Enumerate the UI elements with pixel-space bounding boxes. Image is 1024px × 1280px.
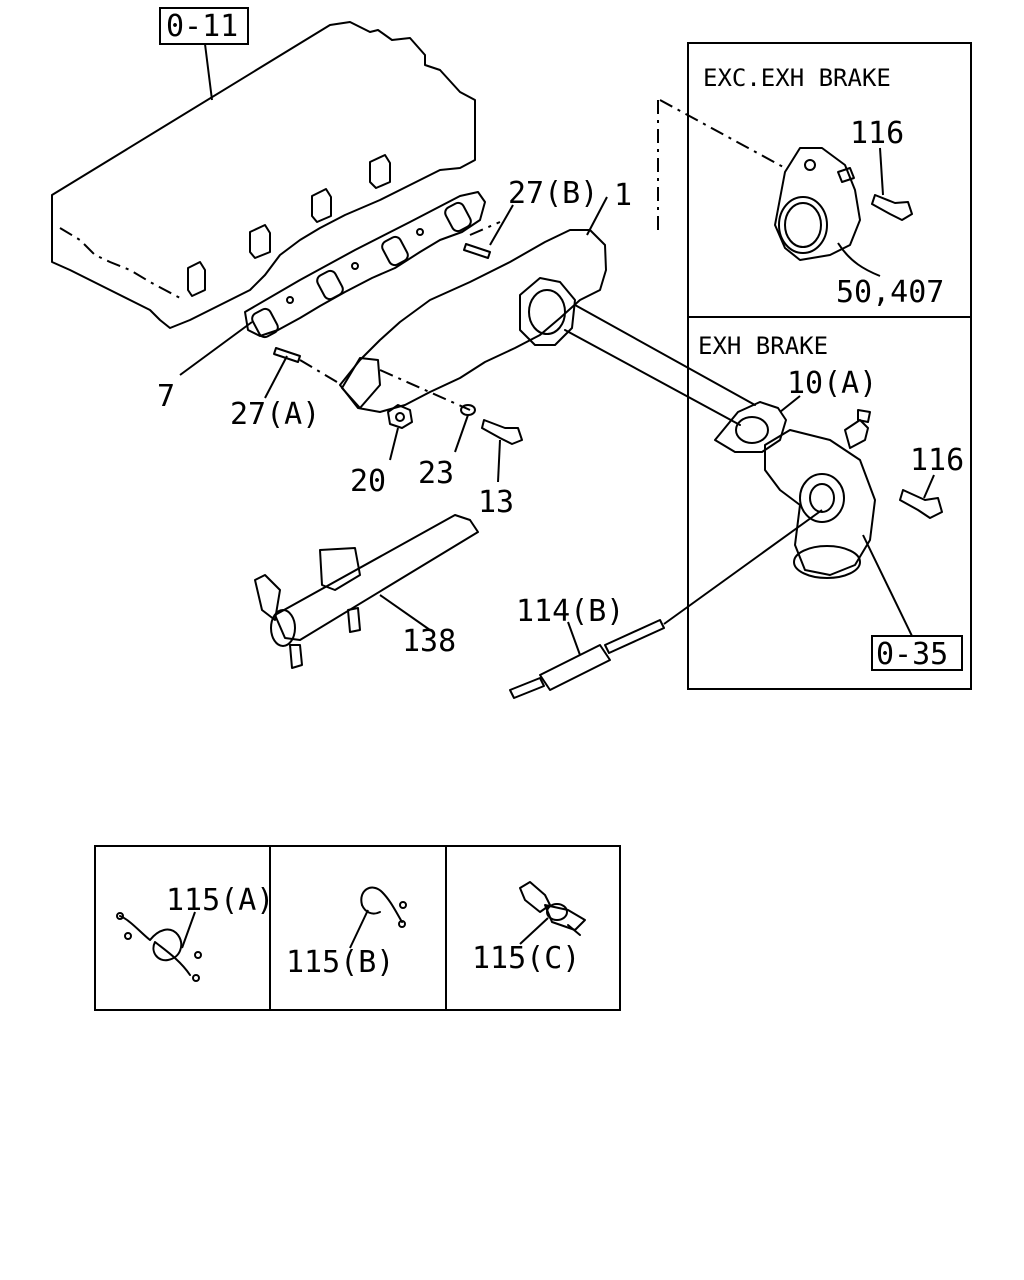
- clip-115c: [519, 881, 586, 936]
- callout-116-bottom: 116: [910, 443, 964, 478]
- ref-box-turbocharger: 0-35: [871, 635, 963, 672]
- callout-27b: 27(B): [508, 176, 598, 211]
- stud-27b: [463, 243, 491, 259]
- callout-20: 20: [350, 464, 386, 499]
- bolt-13: [481, 419, 523, 445]
- callout-115c: 115(C): [472, 941, 580, 976]
- exhaust-pipe-bracket-138: [254, 514, 479, 669]
- exhaust-pipe: [564, 304, 756, 426]
- ref-label-cylinder-head: 0-11: [166, 9, 238, 44]
- callout-115b: 115(B): [286, 945, 394, 980]
- ref-box-cylinder-head: 0-11: [159, 7, 249, 45]
- bolt-116-top: [871, 194, 913, 221]
- cylinder-head-outline: [51, 21, 476, 329]
- callout-50-407: 50,407: [836, 275, 944, 310]
- exhaust-manifold: [339, 229, 607, 413]
- nut-20: [387, 404, 413, 429]
- bolt-116-bottom: [899, 489, 943, 519]
- clip-115b: [360, 886, 407, 928]
- callout-1: 1: [614, 178, 632, 213]
- callout-116-top: 116: [850, 116, 904, 151]
- clip-variants-table: [94, 845, 621, 1011]
- stud-27a: [273, 347, 301, 363]
- clip-115a: [116, 912, 202, 982]
- panel-title-exc-exh-brake: EXC.EXH BRAKE: [703, 64, 891, 92]
- callout-138: 138: [402, 624, 456, 659]
- exhaust-brake-valve-10a: [714, 401, 876, 579]
- callout-115a: 115(A): [166, 883, 274, 918]
- callout-7: 7: [157, 379, 175, 414]
- callout-27a: 27(A): [230, 397, 320, 432]
- callout-114b: 114(B): [516, 594, 624, 629]
- ref-label-turbocharger: 0-35: [876, 637, 948, 672]
- outlet-elbow-50-407: [774, 147, 861, 261]
- callout-13: 13: [478, 485, 514, 520]
- exh-brake-variant-panel: [687, 42, 972, 690]
- callout-23: 23: [418, 456, 454, 491]
- panel-title-exh-brake: EXH BRAKE: [698, 332, 828, 360]
- manifold-gasket: [244, 191, 486, 339]
- callout-10a: 10(A): [787, 366, 877, 401]
